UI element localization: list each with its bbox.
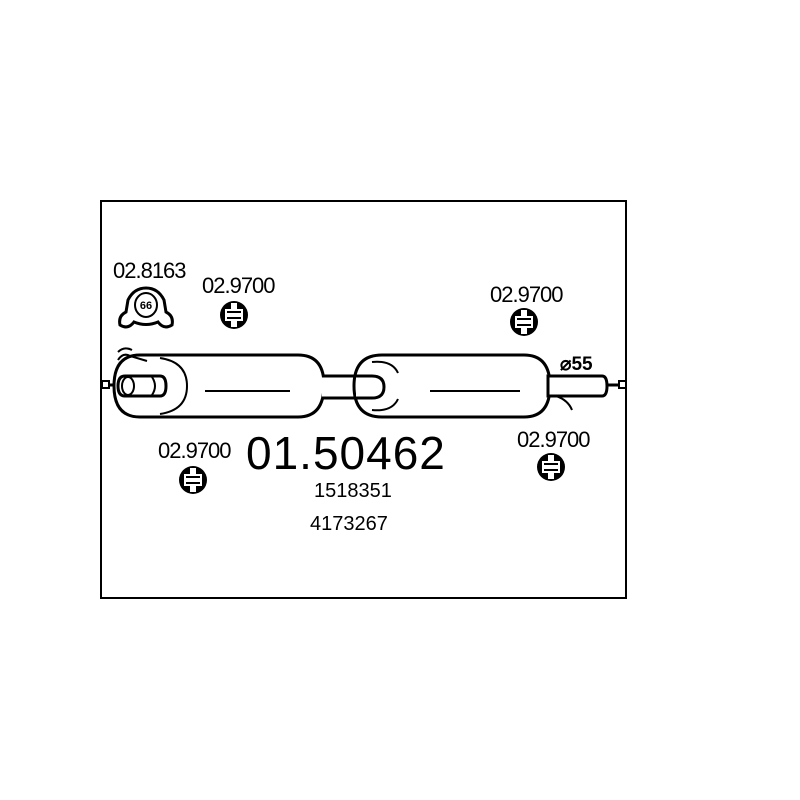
outlet-end-mark xyxy=(618,380,627,389)
inlet-end-mark xyxy=(101,380,110,389)
mount-top-right-part-number: 02.9700 xyxy=(490,282,563,307)
rubber-mount-icon xyxy=(179,466,207,494)
rubber-mount-icon xyxy=(220,301,248,329)
mount-top-left-part-number: 02.9700 xyxy=(202,273,275,298)
clamp-size-label: 66 xyxy=(140,300,152,312)
mount-bottom-left-part-number: 02.9700 xyxy=(158,438,231,463)
main-part-number: 01.50462 xyxy=(246,427,446,479)
rubber-mount-icon xyxy=(537,453,565,481)
rubber-mount-icon xyxy=(510,308,538,336)
clamp-part-number: 02.8163 xyxy=(113,258,186,283)
clamp-icon: 66 xyxy=(118,286,174,329)
rear-muffler xyxy=(352,353,573,419)
pipe-diameter-label: ⌀55 xyxy=(560,354,593,375)
diagram-frame xyxy=(100,200,627,599)
front-muffler xyxy=(112,347,326,419)
mount-bottom-right-part-number: 02.9700 xyxy=(517,427,590,452)
oem-number-2: 4173267 xyxy=(310,513,388,535)
oem-number-1: 1518351 xyxy=(314,480,392,502)
tail-pipe xyxy=(546,374,627,398)
